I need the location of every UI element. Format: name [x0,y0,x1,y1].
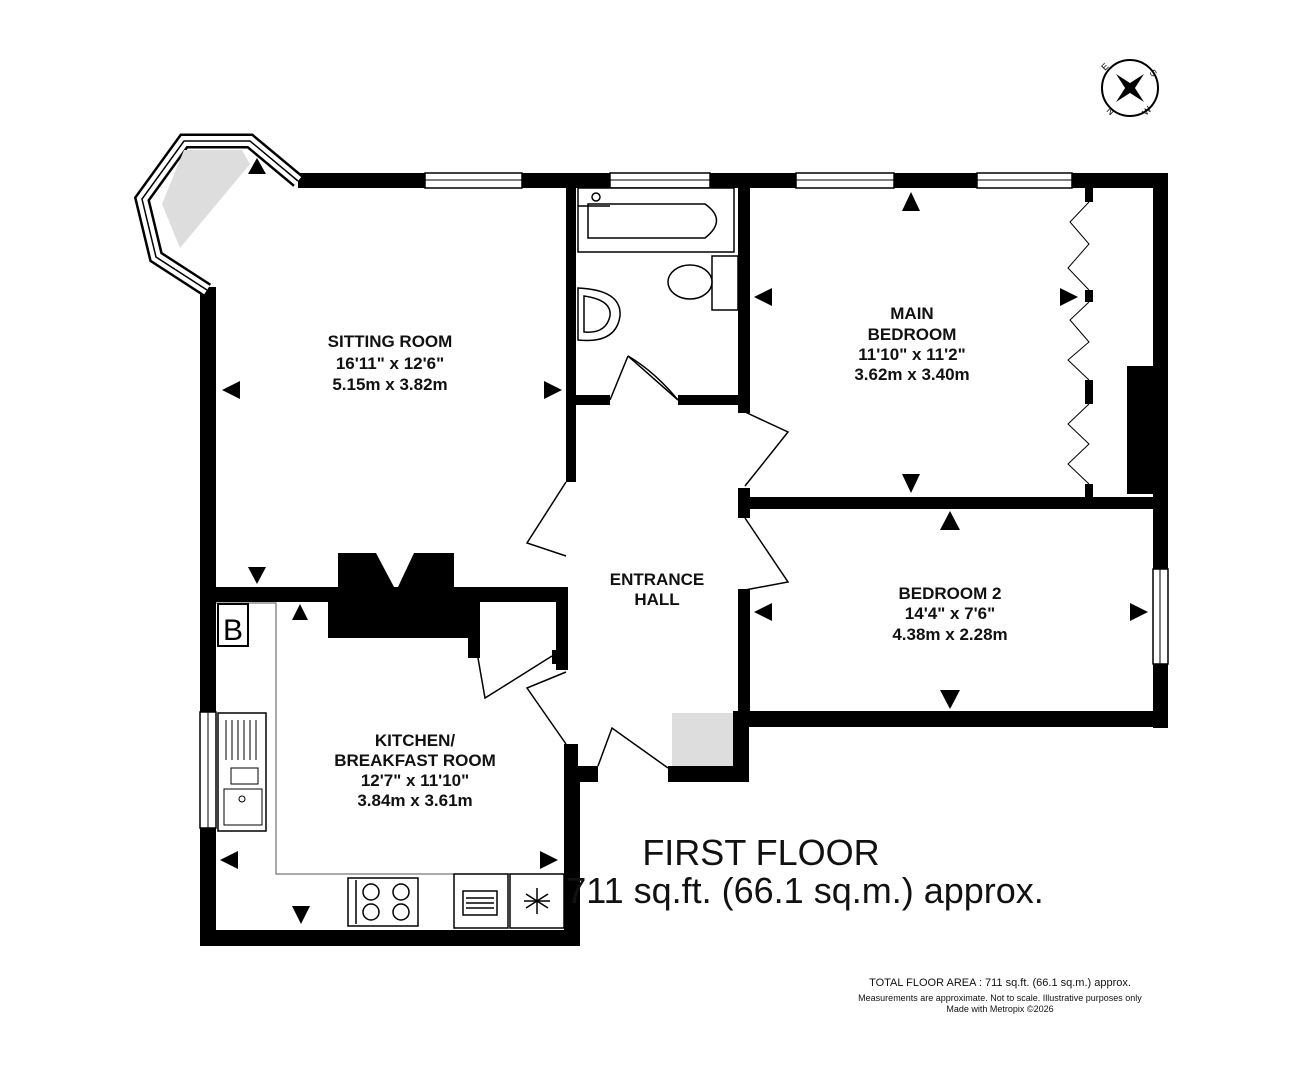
floor-title-group: FIRST FLOOR 711 sq.ft. (66.1 sq.m.) appr… [566,832,1044,911]
room-labels: SITTING ROOM 16'11" x 12'6" 5.15m x 3.82… [223,304,1008,810]
wardrobe-doors [1067,201,1090,485]
boiler-label: B [223,614,243,647]
main-bedroom-name-1: MAIN [890,304,933,323]
footer-note: Measurements are approximate. Not to sca… [858,993,1142,1003]
footer-credit: Made with Metropix ©2026 [946,1004,1053,1014]
kitchen-units [216,602,565,929]
bay-window [133,133,303,297]
hall-name-2: HALL [634,590,679,609]
sitting-room-name: SITTING ROOM [328,332,453,351]
footer: TOTAL FLOOR AREA : 711 sq.ft. (66.1 sq.m… [858,977,1142,1014]
compass-s: S [1148,67,1159,78]
bedroom2-metric: 4.38m x 2.28m [892,625,1007,644]
floor-title: FIRST FLOOR [642,832,879,873]
kitchen-name-1: KITCHEN/ [375,731,456,750]
hob-icon [347,877,419,927]
sink-icon [217,712,267,832]
main-bedroom-imperial: 11'10" x 11'2" [858,345,965,364]
floor-area: 711 sq.ft. (66.1 sq.m.) approx. [566,870,1044,911]
hall-cupboard [672,713,733,766]
basin-icon [577,287,621,342]
walls [200,173,1168,946]
sitting-room-imperial: 16'11" x 12'6" [336,354,444,373]
toilet-icon [667,255,739,311]
bathroom-fixtures [577,187,739,342]
bedroom2-imperial: 14'4" x 7'6" [905,604,995,623]
main-bedroom-name-2: BEDROOM [868,325,957,344]
bedroom2-name: BEDROOM 2 [899,584,1002,603]
footer-total: TOTAL FLOOR AREA : 711 sq.ft. (66.1 sq.m… [869,977,1131,989]
doors [477,355,790,769]
kitchen-name-2: BREAKFAST ROOM [334,751,496,770]
main-bedroom-metric: 3.62m x 3.40m [854,365,969,384]
hall-name-1: ENTRANCE [610,570,704,589]
compass-n: N [1105,105,1117,117]
boiler-icon [217,603,249,647]
compass-e: E [1099,61,1110,72]
kitchen-metric: 3.84m x 3.61m [357,791,472,810]
compass-icon: S E N W [1099,59,1159,117]
microwave-icon [453,873,509,929]
bath-icon [577,187,735,253]
kitchen-imperial: 12'7" x 11'10" [361,771,469,790]
dimension-arrows [220,158,1148,924]
sitting-room-metric: 5.15m x 3.82m [332,375,447,394]
fridge-freezer-icon [509,873,565,929]
windows [199,172,1169,829]
